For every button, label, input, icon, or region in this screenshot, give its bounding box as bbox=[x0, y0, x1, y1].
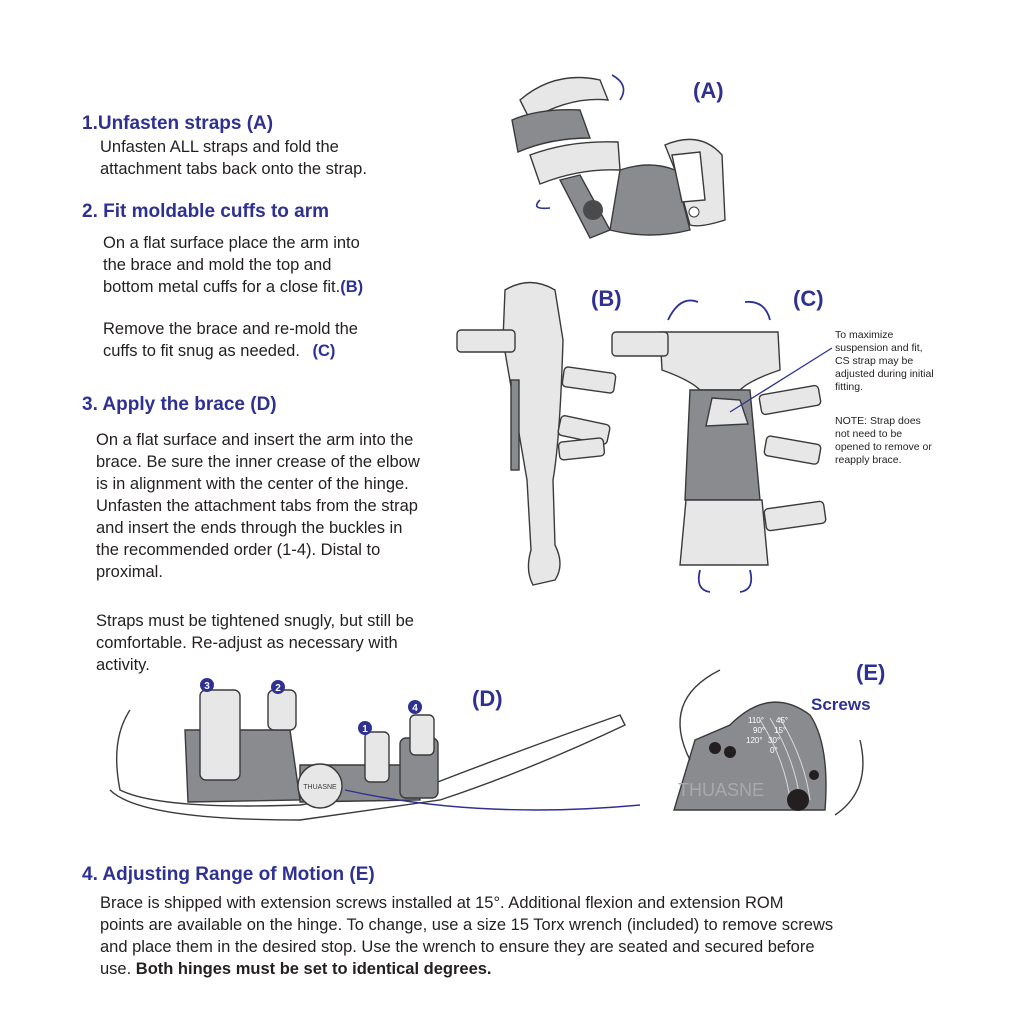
hinge-angle-15: 15° bbox=[774, 726, 786, 735]
step2-body: On a flat surface place the arm into the… bbox=[103, 232, 363, 298]
hinge-angle-30: 30° bbox=[768, 736, 780, 745]
figure-c-note-fit: To maximize suspension and fit, CS strap… bbox=[835, 329, 934, 393]
step3-title: 3. Apply the brace (D) bbox=[82, 394, 277, 415]
step2-body2-text: Remove the brace and re-mold the cuffs t… bbox=[103, 320, 358, 360]
strap-badge-4: 4 bbox=[412, 703, 418, 714]
step1-title: 1.Unfasten straps (A) bbox=[82, 113, 274, 134]
step3-body: On a flat surface and insert the arm int… bbox=[96, 431, 420, 581]
step4-body-bold: Both hinges must be set to identical deg… bbox=[135, 960, 492, 978]
hinge-angle-120: 120° bbox=[746, 736, 763, 745]
figure-d-arm-illustration: THUASNE 3 2 1 4 bbox=[109, 678, 641, 821]
hinge-angle-0: 0° bbox=[770, 746, 778, 755]
figure-c-note-strap: NOTE: Strap does not need to be opened t… bbox=[835, 415, 932, 466]
step2-ref-b: (B) bbox=[340, 278, 364, 296]
figure-d-label: (D) bbox=[472, 686, 503, 711]
hinge-angle-110: 110° bbox=[748, 716, 764, 725]
figure-e-label: (E) bbox=[856, 660, 886, 685]
figure-b-label: (B) bbox=[591, 286, 622, 311]
figure-a-brace-illustration bbox=[511, 74, 726, 239]
figure-b-arm-illustration bbox=[456, 281, 617, 586]
figure-e-screws-label: Screws bbox=[811, 695, 871, 714]
step4-body-text: Brace is shipped with extension screws i… bbox=[100, 894, 834, 978]
step2-body2: Remove the brace and re-mold the cuffs t… bbox=[103, 318, 358, 362]
step2-ref-c: (C) bbox=[312, 342, 336, 360]
step2-title: 2. Fit moldable cuffs to arm bbox=[82, 201, 330, 222]
strap-badge-1: 1 bbox=[362, 724, 368, 735]
step2-body-text: On a flat surface place the arm into the… bbox=[103, 234, 360, 296]
step3-body2: Straps must be tightened snugly, but sti… bbox=[96, 612, 414, 674]
hinge-flx-ext: ◁ FLX EXT ▷ bbox=[730, 810, 780, 819]
step1-body: Unfasten ALL straps and fold the attachm… bbox=[100, 138, 367, 178]
hinge-brand-small: THUASNE bbox=[303, 784, 337, 791]
hinge-angle-45: 45° bbox=[776, 716, 788, 725]
figure-c-brace-illustration bbox=[611, 299, 833, 593]
hinge-angle-90: 90° bbox=[753, 726, 765, 735]
figure-e-hinge-illustration: 110° 90° 120° 45° 15° 30° 0° THUASNE ◁ F… bbox=[673, 669, 864, 819]
step4-title: 4. Adjusting Range of Motion (E) bbox=[82, 864, 375, 885]
strap-badge-3: 3 bbox=[204, 681, 210, 692]
step4-body: Brace is shipped with extension screws i… bbox=[100, 892, 940, 980]
strap-badge-2: 2 bbox=[275, 683, 281, 694]
figure-a-label: (A) bbox=[693, 78, 724, 103]
hinge-brand: THUASNE bbox=[678, 780, 764, 800]
figure-c-label: (C) bbox=[793, 286, 824, 311]
strap-order-badges: 3 2 1 4 bbox=[200, 678, 422, 735]
